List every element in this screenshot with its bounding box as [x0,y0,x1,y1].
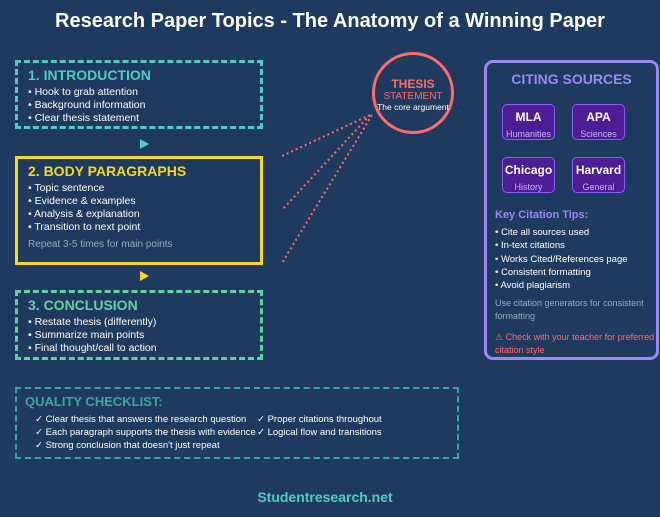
arrow-right-icon [140,139,149,149]
tips-heading: Key Citation Tips: [495,209,589,221]
citing-heading: CITING SOURCES [511,71,632,87]
thesis-caption: The core argument [377,102,449,112]
body-note: Repeat 3-5 times for main points [28,239,173,250]
checklist-item: ✓ Logical flow and transitions [257,427,382,438]
footer-site-name: Studentresearch.net [257,489,393,505]
style-name: MLA [515,110,542,124]
citation-style-apa: APA Sciences [572,104,625,140]
list-item: Topic sentence [28,182,250,195]
list-item: Works Cited/References page [495,253,655,266]
introduction-section: 1. INTRODUCTION Hook to grab attention B… [15,60,263,129]
connector-line [281,114,373,264]
statement-label: STATEMENT [383,91,443,102]
checklist-item: ✓ Strong conclusion that doesn't just re… [35,440,220,451]
thesis-label: THESIS [391,77,435,91]
thesis-statement-circle: THESIS STATEMENT The core argument [372,52,454,134]
list-item: Evidence & examples [28,195,250,208]
style-field: Sciences [580,129,617,139]
citing-sources-panel: CITING SOURCES MLA Humanities APA Sciences… [484,60,659,360]
page-title: Research Paper Topics - The Anatomy of a… [55,10,605,32]
arrow-right-icon [140,271,149,281]
generator-note: Use citation generators for consistent f… [495,298,644,322]
connector-line [281,114,371,211]
quality-checklist: QUALITY CHECKLIST: ✓ Clear thesis that a… [15,387,459,459]
list-item: Hook to grab attention [28,86,250,99]
style-field: History [514,182,543,192]
style-name: Harvard [575,163,622,177]
body-heading: 2. BODY PARAGRAPHS [28,163,187,179]
list-item: Final thought/call to action [28,342,250,355]
citation-tips: Key Citation Tips: Cite all sources used… [495,209,655,357]
list-item: Consistent formatting [495,266,655,279]
list-item: Summarize main points [28,329,250,342]
checklist-item: ✓ Clear thesis that answers the research… [35,414,247,425]
teacher-warning: ⚠ Check with your teacher for preferred … [495,332,655,356]
style-name: Chicago [504,163,553,177]
connector-line [281,114,371,157]
list-item: Analysis & explanation [28,208,250,221]
list-item: Restate thesis (differently) [28,316,250,329]
style-field: Humanities [505,129,552,139]
list-item: Background information [28,99,250,112]
list-item: In-text citations [495,239,655,252]
body-paragraphs-section: 2. BODY PARAGRAPHS Topic sentence Eviden… [15,156,263,265]
conclusion-heading: 3. CONCLUSION [28,297,138,313]
list-item: Avoid plagiarism [495,279,655,292]
checklist-item: ✓ Each paragraph supports the thesis wit… [35,427,256,438]
introduction-heading: 1. INTRODUCTION [28,67,151,83]
style-field: General [582,182,615,192]
list-item: Cite all sources used [495,226,655,239]
checklist-item: ✓ Proper citations throughout [257,414,382,425]
style-name: APA [586,110,611,124]
list-item: Clear thesis statement [28,112,250,125]
citation-style-mla: MLA Humanities [502,104,555,140]
conclusion-section: 3. CONCLUSION Restate thesis (differentl… [15,290,263,360]
list-item: Transition to next point [28,221,250,234]
checklist-heading: QUALITY CHECKLIST: [25,394,163,409]
